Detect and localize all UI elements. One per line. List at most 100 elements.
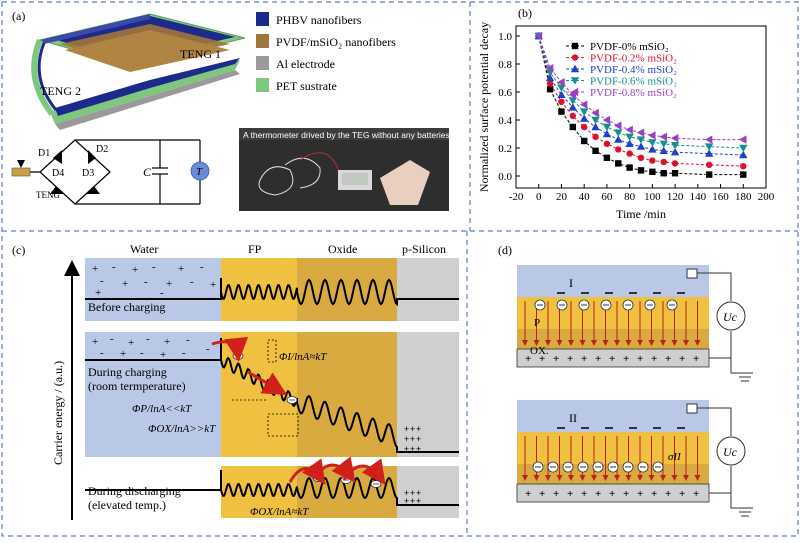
positive-charge: + [609, 353, 615, 365]
positive-charge: + [525, 353, 531, 365]
positive-charge: + [539, 353, 545, 365]
rectifier-circuit [22, 139, 201, 205]
top-electrode [686, 403, 698, 414]
phi-ox-bottom-label: ΦOX/lnA≈kT [250, 506, 309, 518]
positive-charge: + [132, 264, 138, 276]
data-point [557, 78, 565, 87]
positive-charge: + [122, 278, 128, 290]
panel-c: (c) Water FP Oxide p-Silicon Carrier ene… [12, 242, 459, 520]
polymer-layer [517, 432, 709, 464]
data-point [602, 115, 611, 125]
data-point [659, 146, 668, 154]
header-fp: FP [248, 242, 262, 256]
x-tick-label: 120 [667, 191, 684, 203]
capacitor-label: C [143, 165, 152, 179]
data-point [649, 168, 656, 175]
data-point [625, 133, 634, 141]
panel-a-label: (a) [12, 9, 25, 23]
data-point [670, 142, 680, 150]
during-charging-label-1: During charging [88, 365, 167, 379]
x-tick-label: 40 [579, 191, 591, 203]
y-axis-label: Normalized surface potential decay [477, 22, 491, 192]
positive-charge: + [581, 488, 587, 500]
negative-charge: - [110, 333, 114, 345]
data-point [569, 112, 577, 120]
positive-charge: + [128, 337, 134, 349]
silicon-holes: +++++++++++++++ [404, 424, 421, 506]
y-tick-label: 0.0 [498, 171, 512, 183]
data-point [558, 98, 565, 106]
legend-swatch [256, 56, 269, 70]
state-label: II [569, 411, 577, 425]
data-point [614, 135, 623, 143]
y-tick-label: 1.0 [498, 31, 512, 43]
data-point [625, 139, 634, 147]
thermometer-label: T [196, 166, 203, 178]
x-tick-label: 20 [556, 191, 568, 203]
data-point [557, 84, 566, 92]
data-point [636, 128, 645, 137]
positive-charge: + [665, 353, 671, 365]
negative-charge: - [100, 275, 104, 287]
positive-charge: + [679, 353, 685, 365]
wire [697, 272, 732, 301]
hole-charge: + [410, 444, 415, 454]
negative-charge: - [152, 261, 156, 273]
charge-flow-arrows [211, 336, 386, 485]
teng-source-icon [11, 167, 31, 177]
wire [730, 466, 745, 509]
positive-charge: + [581, 353, 587, 365]
positive-charge: + [693, 488, 699, 500]
data-point [546, 86, 554, 93]
positive-charge: + [651, 488, 657, 500]
data-point [615, 160, 622, 167]
panel-d-label: (d) [498, 243, 512, 257]
hole-charge: + [410, 434, 415, 444]
data-point [603, 154, 611, 161]
positive-charge: + [567, 488, 573, 500]
data-point [648, 145, 657, 153]
d4-label: D4 [52, 168, 64, 179]
positive-charge: + [166, 278, 172, 290]
data-point [739, 144, 748, 153]
data-point [739, 150, 748, 159]
data-point [704, 135, 713, 144]
data-point [659, 140, 668, 148]
before-charging-label: Before charging [88, 300, 165, 314]
water-layer [517, 265, 709, 297]
water-layer [517, 400, 709, 432]
positive-charge: + [553, 353, 559, 365]
legend-swatch [256, 34, 269, 48]
panel-a: (a) TENG 1 TENG 2 PHBV nanofibersPVDF/mS… [11, 9, 450, 211]
data-point [704, 143, 714, 151]
water-region-top [85, 258, 221, 321]
during-charging-label-2: (room termperature) [88, 379, 186, 393]
phi-i-label: ΦI/lnA≈kT [279, 351, 327, 363]
water-charges: +-+-+--+-+-++-+-+-+--+-+-- [92, 261, 216, 361]
x-tick-label: 160 [712, 191, 729, 203]
legend-label: PVDF-0% mSiO₂ [590, 41, 669, 53]
positive-charge: + [637, 488, 643, 500]
hole-charge: + [410, 488, 415, 498]
data-point [545, 73, 555, 82]
negative-charge: - [186, 334, 190, 346]
series-line [538, 35, 744, 141]
voltmeter-label: Uc [723, 445, 738, 459]
teng2-label: TENG 2 [40, 84, 81, 98]
negative-charge: - [206, 343, 210, 355]
panel-c-ylabel: Carrier energy / (a.u.) [51, 361, 65, 465]
x-tick-label: 180 [735, 191, 752, 203]
data-point [603, 140, 611, 147]
data-point [571, 54, 579, 61]
data-point [558, 108, 565, 115]
wire [697, 407, 732, 436]
panel-d: (d) UcI+++++++++++++POX. UcII+++++++++++… [498, 243, 753, 517]
positive-charge: + [651, 353, 657, 365]
surface-charge-label: σII [668, 451, 682, 463]
data-point [579, 114, 589, 122]
data-point [637, 154, 645, 161]
